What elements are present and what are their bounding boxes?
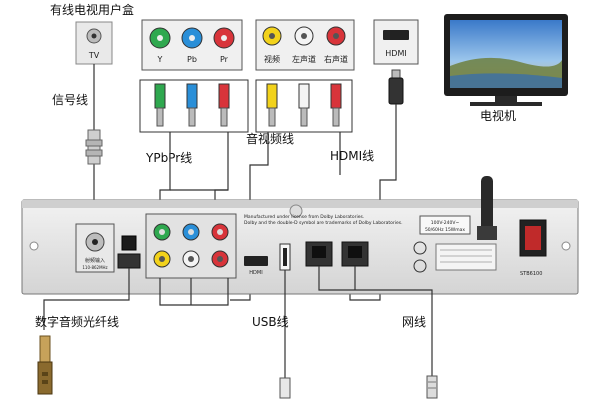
dolby-text-line1: Manufactured under license from Dolby La… [244, 214, 364, 220]
tv-label: 电视机 [480, 108, 516, 123]
port-pr-label: Pr [220, 55, 229, 64]
av-bracket-lines [159, 278, 229, 306]
box-ethernet-port-2 [341, 241, 369, 267]
usb-cable-label: USB线 [252, 315, 289, 329]
tv-port-label: TV [88, 51, 100, 60]
port-left-label: 左声道 [292, 54, 316, 64]
optical-port [117, 235, 141, 269]
box-av-jacks [145, 213, 237, 279]
rf-in-sub-label: 110-862MHz [82, 265, 107, 270]
television [444, 14, 568, 106]
rf-input-port: 射频输入 110-862MHz [75, 223, 115, 273]
hdmi-port-panel: HDMI [373, 19, 419, 65]
optical-cable-line [43, 268, 130, 330]
optical-plug [37, 335, 53, 395]
optical-cable-label: 数字音频光纤线 [35, 314, 119, 329]
network-plug [426, 375, 438, 399]
ypbpr-cable-label: YPbPr线 [145, 151, 192, 165]
box-hdmi-label: HDMI [249, 270, 262, 276]
svg-text:100V-240V~: 100V-240V~ [431, 220, 460, 226]
av-cable-label: 音视频线 [246, 131, 294, 146]
hdmi-port-label: HDMI [385, 49, 406, 58]
box-ethernet-port-1 [305, 241, 333, 267]
port-right-label: 右声道 [324, 54, 348, 64]
svg-text:50/60Hz 15Wmax: 50/60Hz 15Wmax [425, 227, 465, 233]
power-spec-label: 100V-240V~ 50/60Hz 15Wmax [419, 215, 471, 235]
certification-marks [413, 241, 497, 273]
av-plugs [255, 79, 353, 133]
network-cable-line-1 [318, 266, 433, 390]
power-switch [519, 219, 547, 257]
coax-connector [85, 129, 103, 165]
box-usb-port [279, 243, 291, 271]
hdmi-plug [388, 69, 404, 105]
tv-wall-plate: TV [75, 21, 113, 65]
network-cable-label: 网线 [402, 315, 426, 329]
box-hdmi-port: HDMI [244, 256, 268, 276]
av-cable-line-a [230, 132, 269, 301]
port-video-label: 视频 [264, 54, 280, 64]
signal-cable-label: 信号线 [52, 93, 88, 107]
antenna [477, 176, 497, 240]
component-port-panel: Y Pb Pr [141, 19, 243, 71]
port-pb-label: Pb [187, 55, 197, 64]
model-number: STB6100 [520, 271, 542, 277]
cable-tv-box-label: 有线电视用户盒 [50, 2, 134, 17]
dolby-text-line2: Dolby and the double-D symbol are tradem… [244, 220, 403, 226]
port-y-label: Y [157, 55, 163, 64]
ypbpr-plugs [139, 79, 249, 133]
usb-plug [279, 377, 291, 399]
rf-in-label: 射频输入 [85, 257, 105, 264]
av-port-panel: 视频 左声道 右声道 [255, 19, 355, 71]
hdmi-cable-label: HDMI线 [330, 149, 374, 163]
